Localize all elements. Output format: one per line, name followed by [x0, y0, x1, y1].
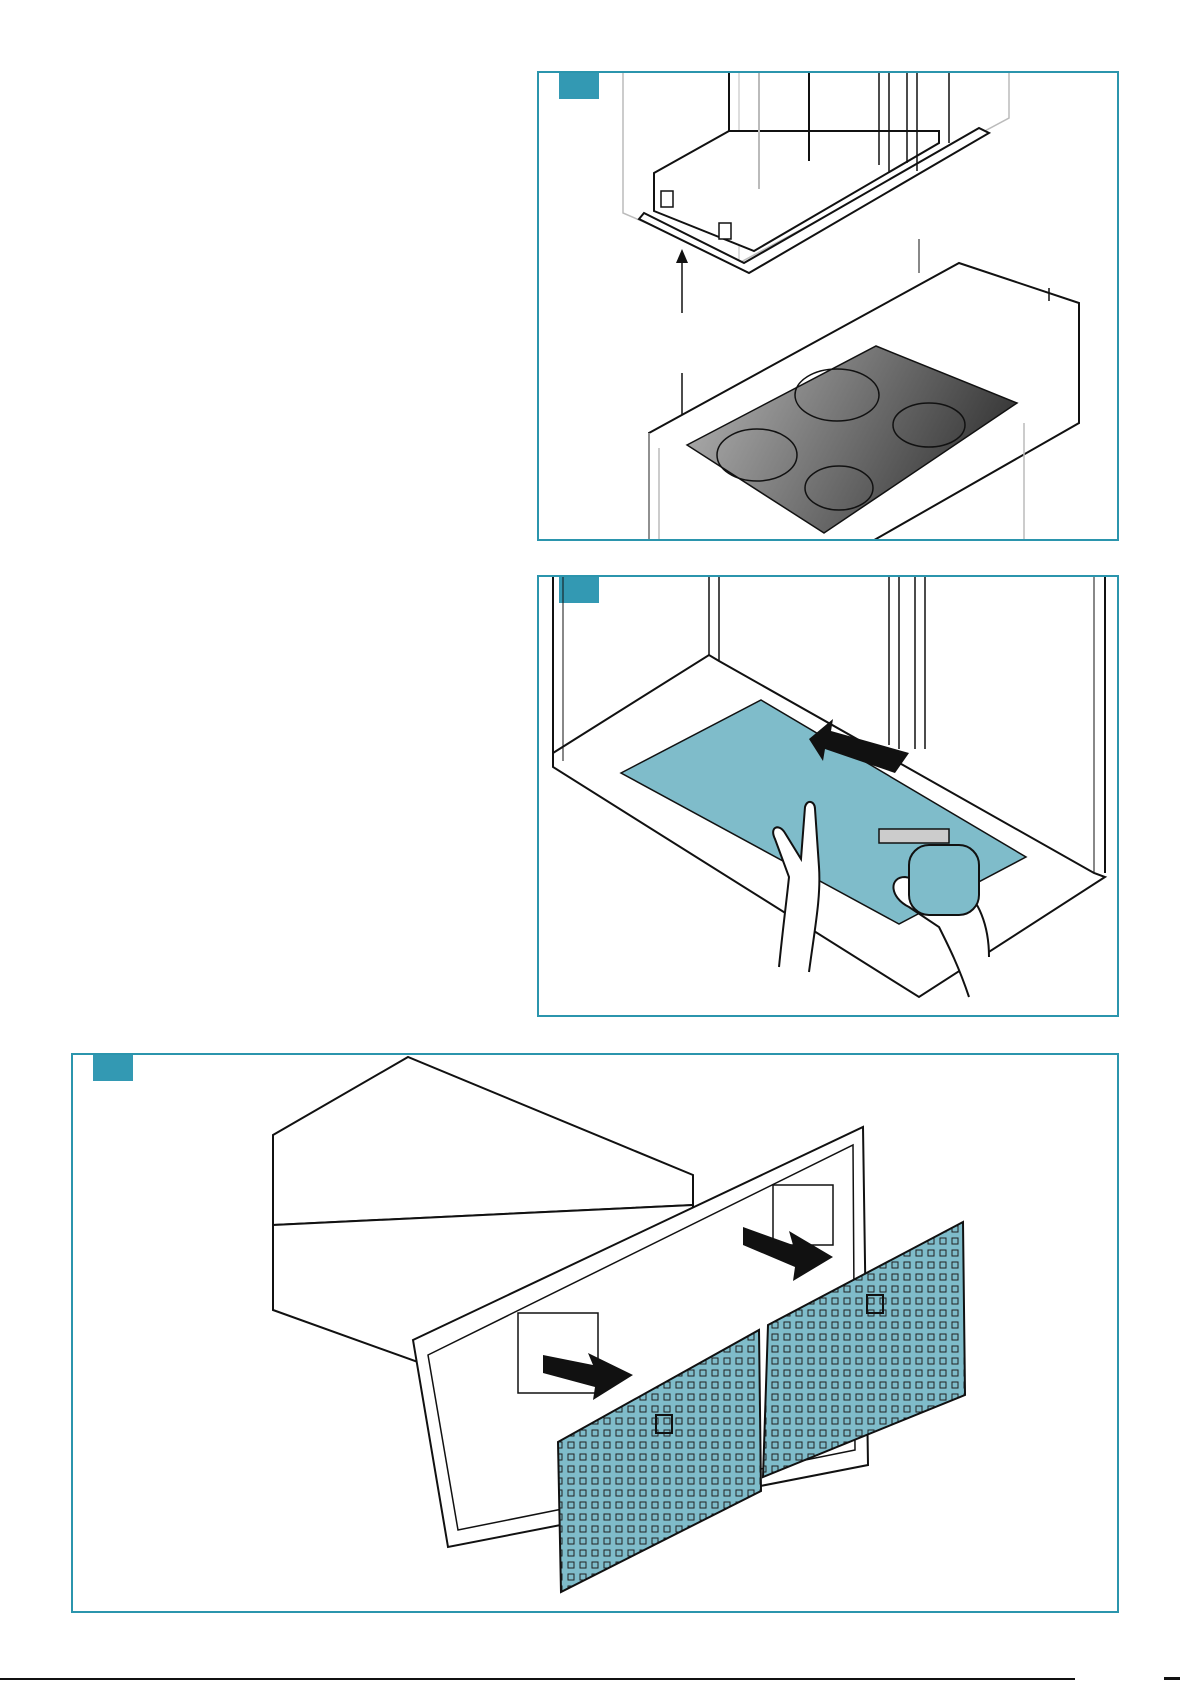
panel-hood-over-cooktop — [537, 71, 1119, 541]
footer-dash — [1164, 1677, 1180, 1680]
hood-switch-left — [661, 191, 673, 207]
footer-rule — [0, 1678, 1075, 1680]
panel-remove-filters — [71, 1053, 1119, 1613]
hood-cooktop-illustration — [539, 73, 1119, 541]
jigsaw-tool — [909, 845, 979, 915]
hood-switch-right — [719, 223, 731, 239]
panel-cutting-opening — [537, 575, 1119, 1017]
filter-removal-illustration — [73, 1055, 1119, 1613]
cut-opening-illustration — [539, 577, 1119, 1017]
